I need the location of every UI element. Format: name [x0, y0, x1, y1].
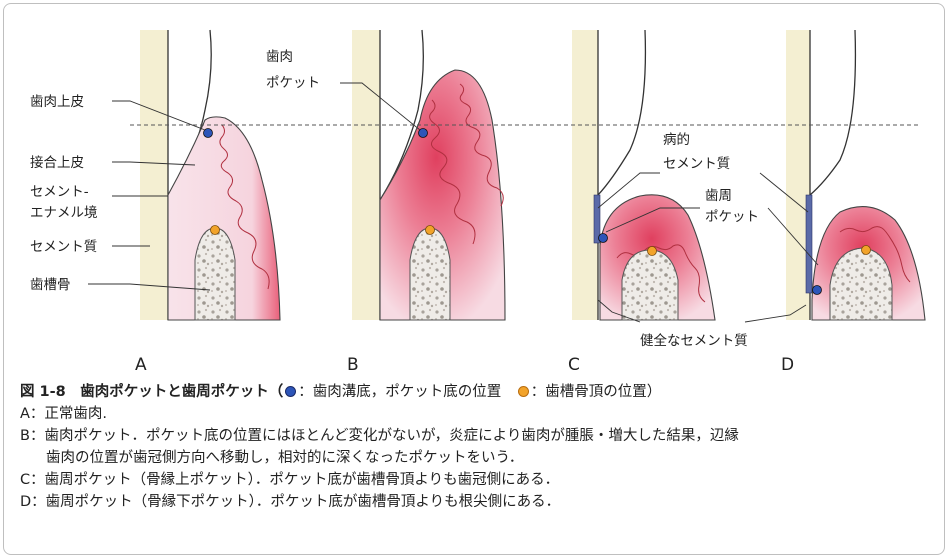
panel-letter-a: A	[135, 355, 147, 375]
alveolar-bone	[194, 227, 236, 321]
caption-title: 図 1-8 歯肉ポケットと歯周ポケット（ ：歯肉溝底，ポケット底の位置 ：歯槽骨頂…	[20, 381, 935, 403]
panel-letter-d: D	[781, 355, 794, 375]
label-diseased-cementum-line2: セメント質	[663, 156, 730, 172]
caption-line-c: C：歯周ポケット（骨縁上ポケット）．ポケット底が歯槽骨頂よりも歯冠側にある．	[20, 472, 560, 488]
panel-a: 歯肉上皮 接合上皮 セメント- エナメル境 セメント質 歯槽骨 A	[30, 29, 281, 375]
pocket-base-dot	[812, 285, 822, 295]
label-diseased-cementum-line1: 病的	[663, 132, 690, 148]
panel-letter-b: B	[347, 355, 359, 375]
rete-ridges	[219, 124, 270, 290]
bone-crest-dot	[861, 245, 871, 255]
label-gingival-epithelium: 歯肉上皮	[30, 94, 84, 110]
cementum-strip	[140, 30, 168, 320]
label-periodontal-pocket-line2: ポケット	[705, 209, 759, 225]
label-gingival-pocket-line1: 歯肉	[266, 49, 293, 65]
pocket-base-dot	[418, 128, 428, 138]
diseased-cementum	[805, 194, 813, 294]
caption-title-text: 図 1-8 歯肉ポケットと歯周ポケット（	[20, 384, 284, 400]
label-junctional-epithelium: 接合上皮	[30, 154, 84, 171]
label-gingival-pocket-line2: ポケット	[266, 75, 320, 91]
periodontal-pocket-diagram: 歯肉上皮 接合上皮 セメント- エナメル境 セメント質 歯槽骨 A 歯肉 ポケッ…	[30, 29, 926, 375]
caption-line-b1: B：歯肉ポケット．ポケット底の位置にはほとんど変化がないが，炎症により歯肉が腫脹…	[20, 428, 739, 444]
label-cementum: セメント質	[30, 239, 97, 255]
figure-caption: 図 1-8 歯肉ポケットと歯周ポケット（ ：歯肉溝底，ポケット底の位置 ：歯槽骨頂…	[20, 381, 935, 513]
label-cej-line2: エナメル境	[30, 205, 98, 221]
caption-line-b2: 歯肉の位置が歯冠側方向へ移動し，相対的に深くなったポケットをいう．	[46, 450, 524, 466]
label-healthy-cementum: 健全なセメント質	[640, 332, 748, 349]
pocket-base-dot	[598, 233, 608, 243]
bone-crest-dot	[647, 246, 657, 256]
bone-crest-dot	[210, 225, 220, 235]
bone-crest-dot	[425, 225, 435, 235]
figure-frame	[3, 3, 945, 555]
label-periodontal-pocket-line1: 歯周	[705, 188, 732, 204]
panel-letter-c: C	[568, 355, 580, 375]
blue-dot-legend-icon	[285, 386, 297, 397]
caption-line-a: A：正常歯肉.	[20, 406, 108, 422]
panel-b: 歯肉 ポケット B	[266, 29, 506, 375]
label-alveolar-bone: 歯槽骨	[30, 277, 71, 293]
legend-orange-text: ：歯槽骨頂の位置）	[530, 384, 662, 400]
legend-blue-text: ：歯肉溝底，ポケット底の位置	[298, 384, 502, 400]
orange-dot-legend-icon	[517, 386, 529, 397]
panel-d: D	[744, 29, 926, 375]
diseased-cementum	[593, 194, 601, 244]
panel-c: 病的 セメント質 歯周 ポケット 健全なセメント質 C	[568, 29, 759, 375]
label-cej-line1: セメント-	[30, 184, 89, 200]
sulcus-base-dot	[203, 128, 213, 138]
caption-line-d: D：歯周ポケット（骨縁下ポケット）．ポケット底が歯槽骨頂よりも根尖側にある．	[20, 494, 561, 510]
